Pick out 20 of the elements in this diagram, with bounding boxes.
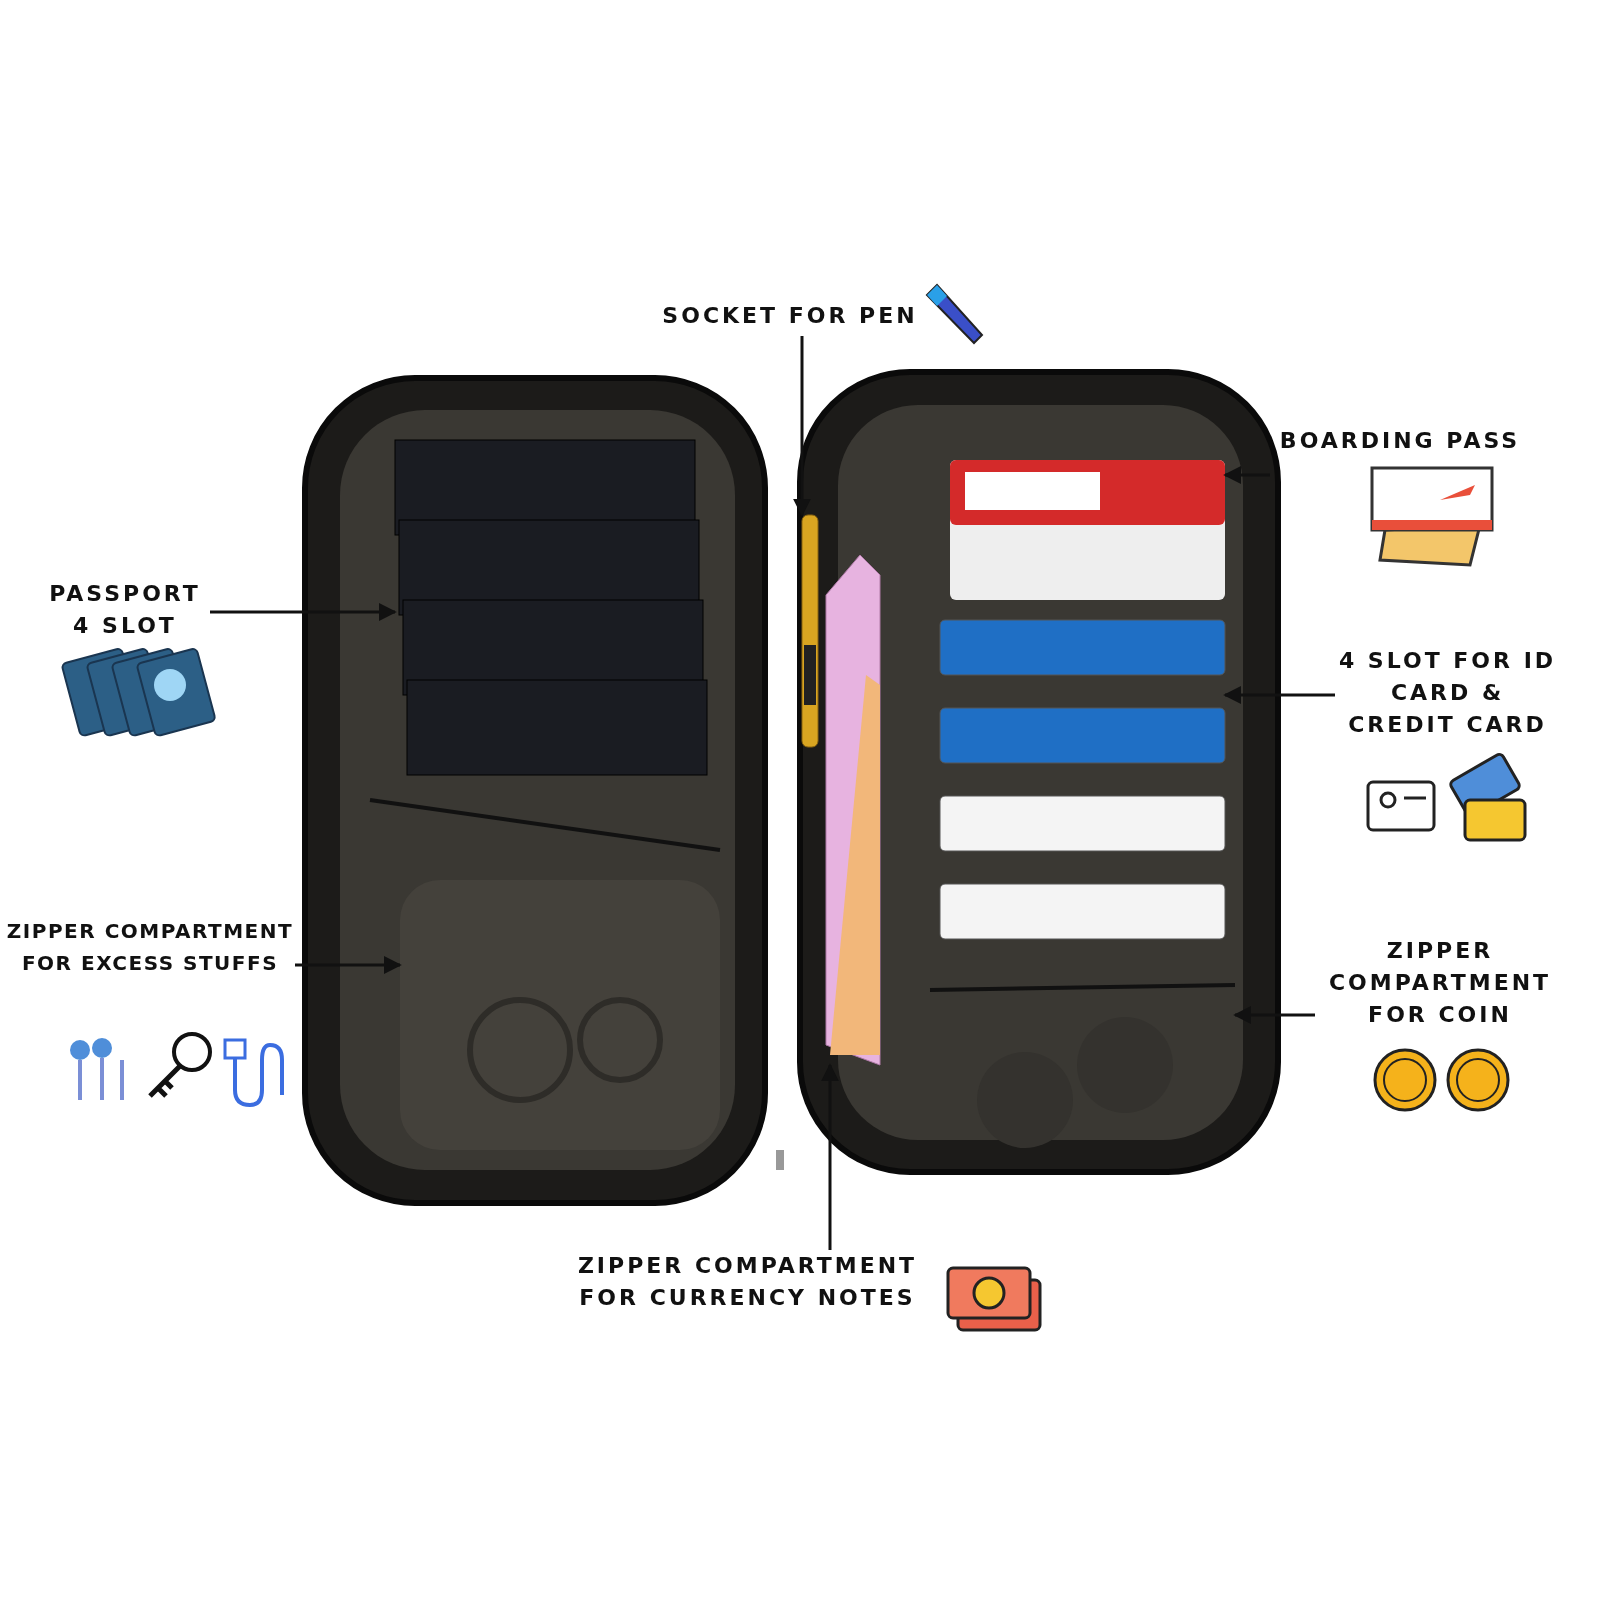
leader-arrow	[295, 956, 402, 974]
callout-label: BOARDING PASS	[1270, 425, 1530, 461]
callout-label: PASSPORT 4 SLOT	[40, 578, 210, 646]
callout-label: ZIPPER COMPARTMENT FOR CURRENCY NOTES	[575, 1250, 920, 1318]
callout-label: ZIPPER COMPARTMENT FOR EXCESS STUFFS	[5, 915, 295, 1015]
callout-label: 4 SLOT FOR ID CARD & CREDIT CARD	[1335, 645, 1560, 745]
pen-drawing	[798, 515, 822, 747]
compartment-drawing	[400, 880, 720, 1150]
boarding-pass-card	[950, 460, 1225, 600]
leader-arrow	[1223, 466, 1270, 484]
passport-stack-drawing	[395, 440, 707, 775]
leader-arrow	[1233, 1006, 1315, 1024]
leader-arrow	[1223, 686, 1335, 704]
card-slots-drawing	[940, 620, 1225, 940]
leader-arrow	[793, 336, 811, 517]
leader-arrow	[821, 1063, 839, 1250]
callout-label: ZIPPER COMPARTMENT FOR COIN	[1315, 935, 1565, 1035]
leader-arrow	[210, 603, 397, 621]
callout-label: SOCKET FOR PEN	[650, 300, 930, 336]
banknotes-drawing	[826, 555, 880, 1065]
